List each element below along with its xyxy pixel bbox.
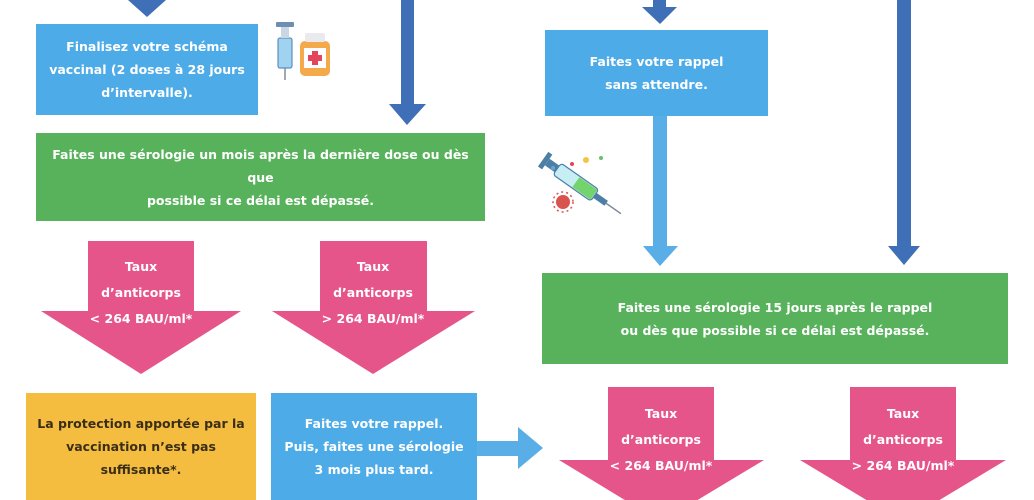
arrow-label-right-low: Taux d’anticorps < 264 BAU/ml* [609,406,713,473]
pink-arrow-right-high [800,387,1006,500]
pink-arrow-left-high [272,241,475,374]
top-center-down-arrow [642,0,677,24]
finalize-schema-text: Finalisez votre schéma vaccinal (2 doses… [49,39,245,100]
serology-after-booster-text: Faites une sérologie 15 jours après le r… [617,299,933,338]
insufficient-protection-box: La protection apportée par la vaccinatio… [26,393,256,500]
arrow-label-left-low: Taux d’anticorps < 264 BAU/ml* [89,259,193,326]
booster-now-text: Faites votre rappel sans attendre. [589,54,724,92]
pink-arrow-right-low [559,387,764,500]
down-arrow-to-serology-left [389,0,426,125]
syringe-vial-icon [276,22,330,80]
arrow-label-left-high: Taux d’anticorps > 264 BAU/ml* [321,259,425,326]
booster-to-serology-arrow [643,116,678,266]
booster-then-serology-text: Faites votre rappel. Puis, faites une sé… [284,416,464,477]
arrow-label-right-high: Taux d’anticorps > 264 BAU/ml* [851,406,955,473]
serology-after-last-dose-box: Faites une sérologie un mois après la de… [36,133,485,221]
pink-arrow-left-low [41,241,241,374]
insufficient-protection-text: La protection apportée par la vaccinatio… [37,416,245,477]
serology-after-booster-box: Faites une sérologie 15 jours après le r… [542,273,1008,364]
serology-after-last-dose-text: Faites une sérologie un mois après la de… [52,146,469,208]
booster-now-box: Faites votre rappel sans attendre. [545,30,768,116]
right-arrow-to-right-result [477,427,543,469]
finalize-schema-box: Finalisez votre schéma vaccinal (2 doses… [36,24,258,115]
syringe-virus-icon [537,151,622,215]
top-left-down-arrow [128,0,166,17]
right-down-arrow-to-serology [888,0,920,265]
booster-then-serology-box: Faites votre rappel. Puis, faites une sé… [271,393,477,500]
